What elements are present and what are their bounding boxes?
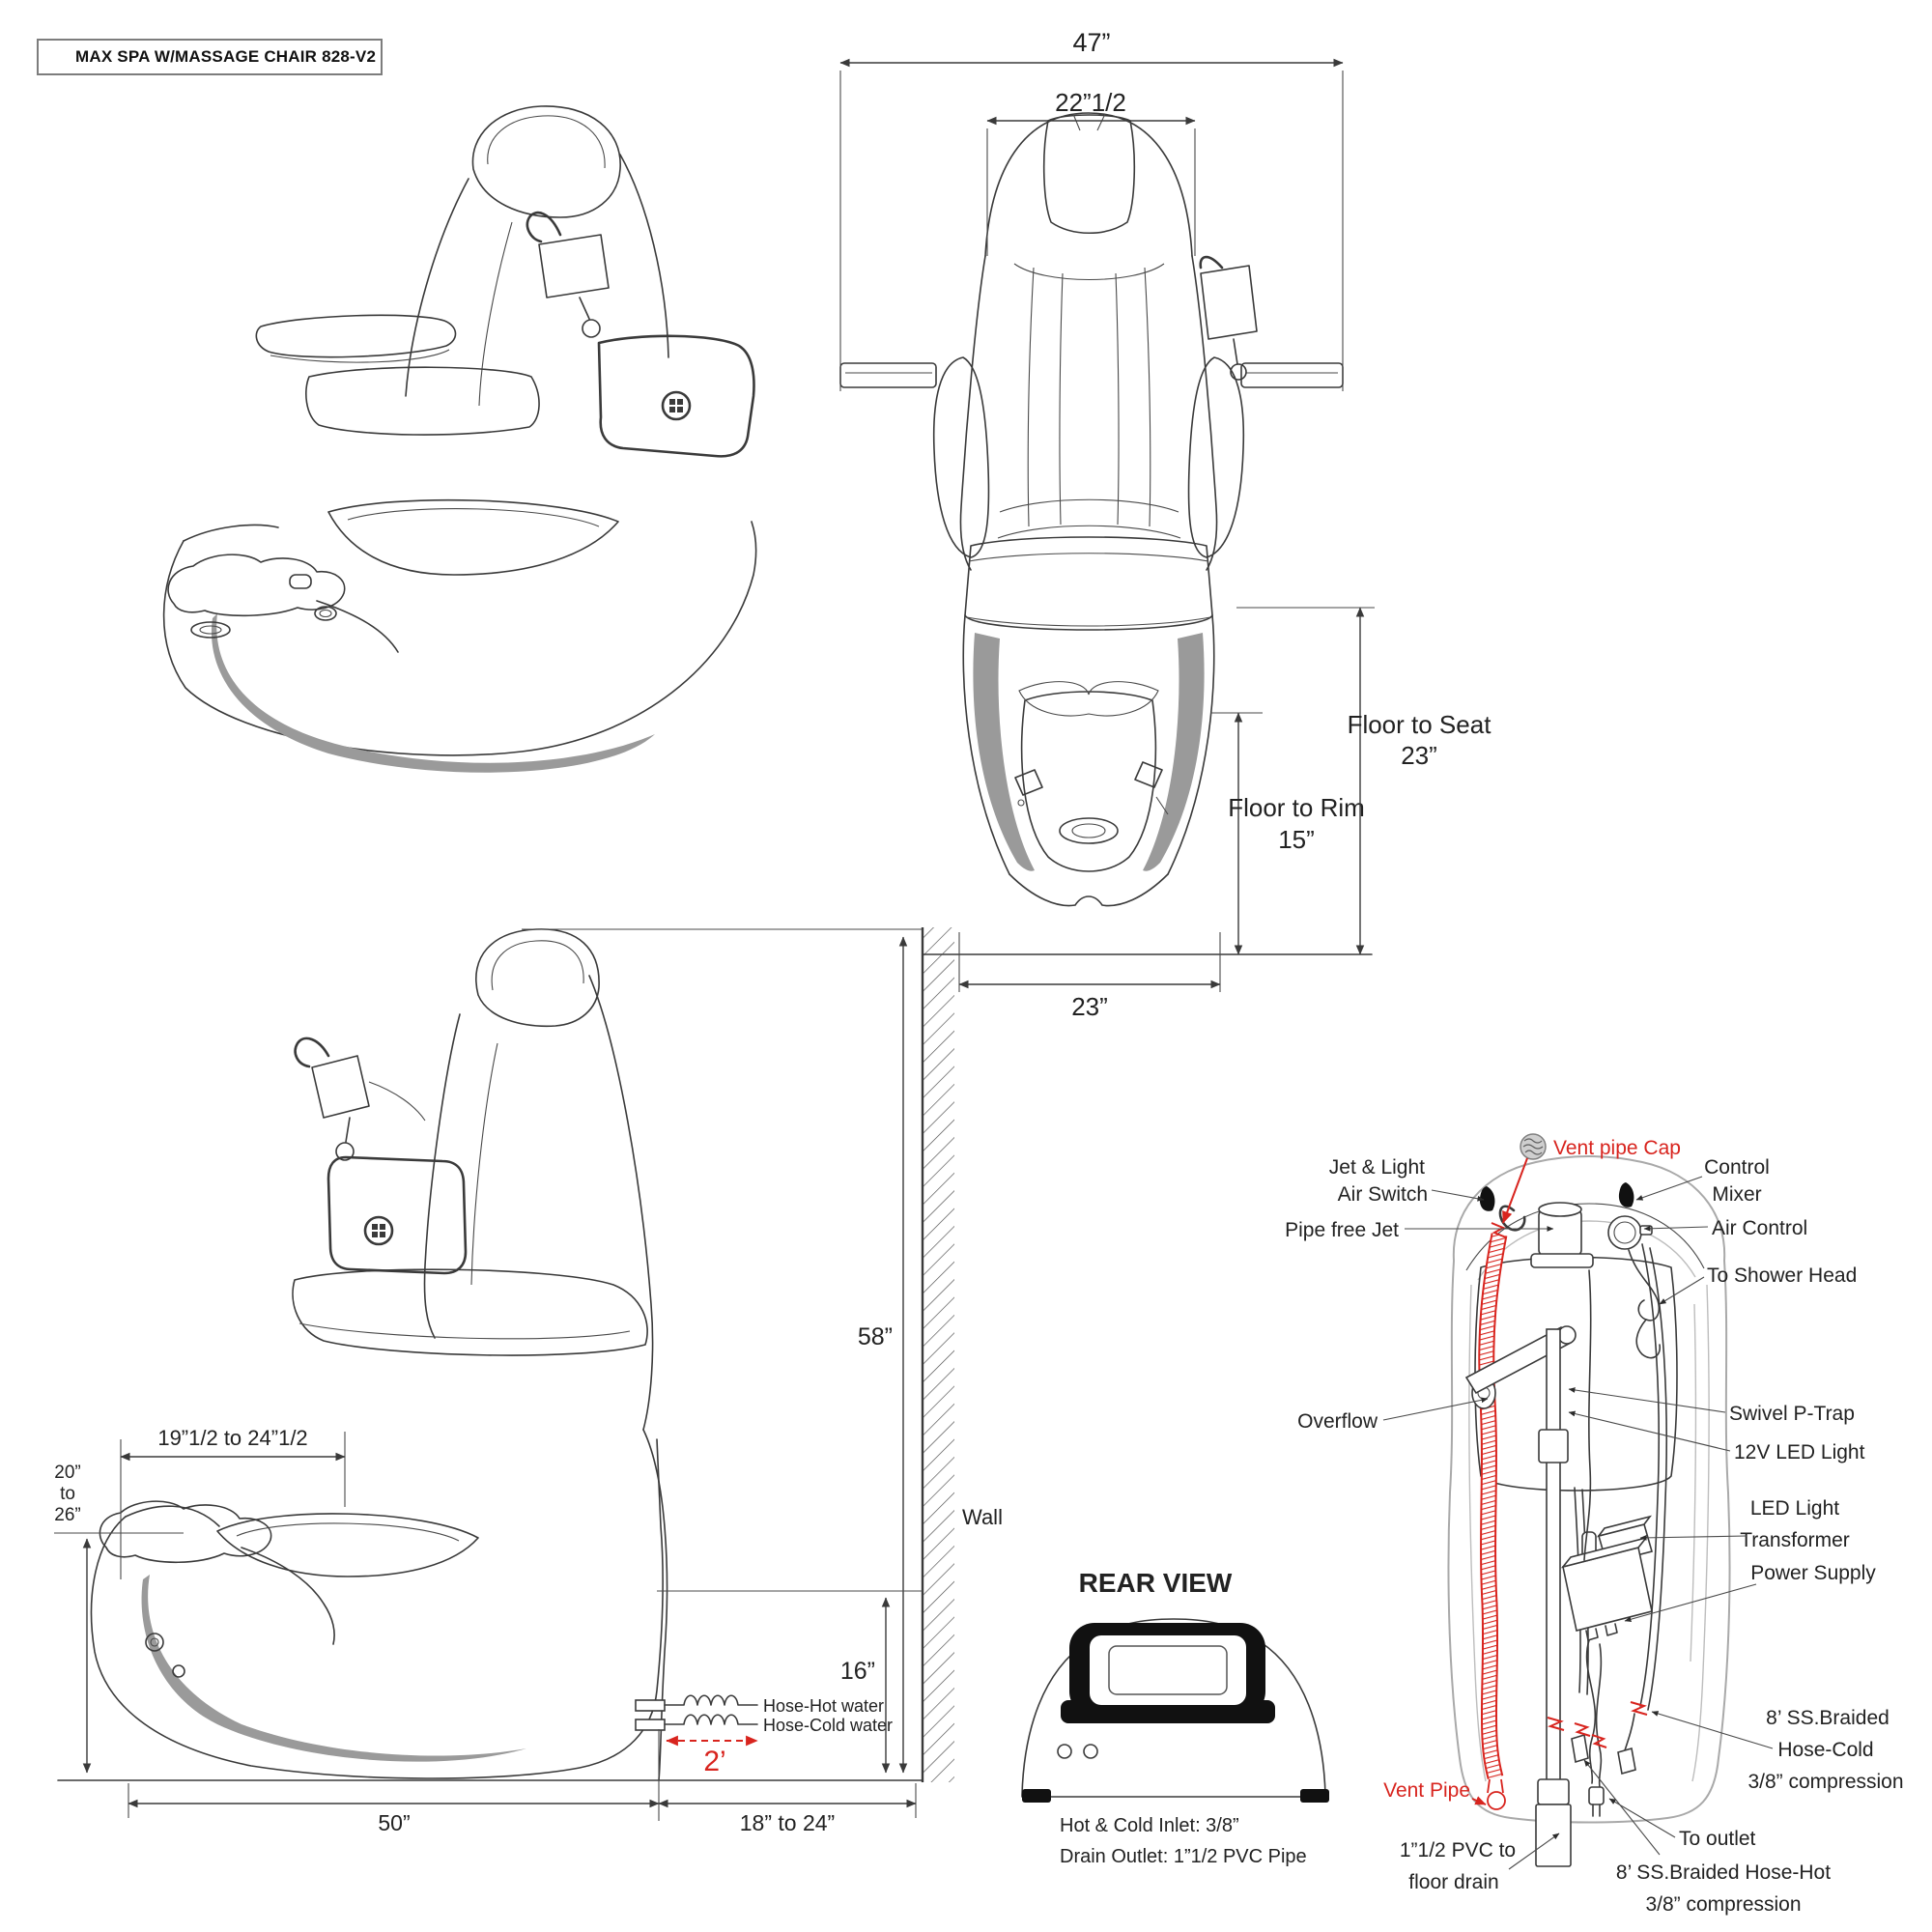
label-hose-hot-1: 8’ SS.Braided Hose-Hot — [1616, 1861, 1831, 1884]
rear-note-drain: Drain Outlet: 1”1/2 PVC Pipe — [1060, 1846, 1307, 1867]
label-mixer: Mixer — [1712, 1183, 1761, 1206]
vent-pipe-cap-icon — [1520, 1133, 1547, 1160]
label-hose-cold-3: 3/8” compression — [1747, 1771, 1903, 1793]
dim-wall-distance: 18” to 24” — [740, 1810, 835, 1835]
cut-marks — [1547, 1701, 1648, 1748]
inlet-port — [1083, 1744, 1098, 1759]
dim-footrest-height-2: to — [60, 1484, 75, 1504]
remote-control — [1200, 265, 1258, 340]
hose-slack-value: 2’ — [703, 1746, 725, 1777]
rear-view-title: REAR VIEW — [1079, 1568, 1233, 1598]
rear-view: REAR VIEW Hot & Cold Inlet: 3/8” Drain O… — [1021, 1568, 1329, 1867]
front-chair-drawing — [839, 112, 1344, 907]
dim-back-width: 22”1/2 — [1055, 88, 1126, 117]
pump — [1498, 1202, 1594, 1268]
page-title-box: MAX SPA W/MASSAGE CHAIR 828-V2 — [37, 39, 383, 75]
label-hose-cold-1: 8’ SS.Braided — [1766, 1707, 1889, 1729]
bowl — [1474, 1256, 1678, 1492]
label-12v-led: 12V LED Light — [1734, 1441, 1865, 1463]
side-chair-drawing: Hose-Hot water Hose-Cold water 2’ — [90, 928, 893, 1781]
dim-base-length: 50” — [378, 1810, 410, 1835]
brand-emblem-icon — [363, 1215, 394, 1246]
label-pvc-drain-2: floor drain — [1408, 1871, 1498, 1893]
dim-footrest-travel: 19”1/2 to 24”1/2 — [157, 1426, 307, 1450]
perspective-chair-drawing — [162, 105, 757, 773]
label-vent-pipe: Vent Pipe — [1383, 1779, 1470, 1802]
label-hose-hot-2: 3/8” compression — [1645, 1893, 1801, 1916]
label-power-supply: Power Supply — [1750, 1562, 1876, 1584]
label-jet-light-1: Jet & Light — [1329, 1156, 1425, 1179]
remote-control — [311, 1055, 370, 1119]
dim-rim-height: 16” — [840, 1658, 875, 1685]
dim-base-width: 23” — [1071, 992, 1108, 1021]
label-led-transformer-2: Transformer — [1740, 1529, 1850, 1551]
label-to-outlet: To outlet — [1679, 1828, 1756, 1850]
p-trap-and-drain — [1464, 1325, 1577, 1867]
label-air-control: Air Control — [1712, 1217, 1807, 1239]
floor-to-rim-value: 15” — [1278, 825, 1315, 854]
floor-to-seat-value: 23” — [1401, 741, 1437, 770]
side-pocket-panel — [597, 334, 755, 458]
wires — [1583, 1269, 1605, 1817]
remote-control — [538, 234, 610, 298]
floor-to-seat-label: Floor to Seat — [1348, 710, 1492, 739]
air-switch-button — [1479, 1186, 1495, 1211]
dim-overall-width: 47” — [1072, 28, 1110, 57]
dim-footrest-height-3: 26” — [54, 1505, 80, 1525]
dim-footrest-height-1: 20” — [54, 1463, 80, 1483]
side-view: Wall — [54, 927, 1003, 1835]
label-overflow: Overflow — [1297, 1410, 1378, 1433]
left-tray — [839, 362, 937, 388]
front-view-dimensions: 47” 22”1/2 23” Floor to Rim 15” Floor to… — [839, 28, 1492, 1021]
label-led-transformer-1: LED Light — [1750, 1497, 1839, 1520]
air-switch-button — [1618, 1182, 1634, 1208]
vent-pipe — [1478, 1233, 1508, 1810]
label-pvc-drain-1: 1”1/2 PVC to — [1400, 1839, 1516, 1861]
page-title: MAX SPA W/MASSAGE CHAIR 828-V2 — [75, 47, 377, 66]
dim-overall-height: 58” — [858, 1323, 893, 1350]
wall: Wall — [921, 927, 1003, 1782]
label-swivel-p-trap: Swivel P-Trap — [1729, 1403, 1855, 1425]
label-pipe-free-jet: Pipe free Jet — [1285, 1219, 1399, 1241]
vent-pipe-end — [1487, 1791, 1506, 1810]
wall-label: Wall — [962, 1505, 1003, 1529]
brand-emblem-icon — [661, 390, 692, 421]
power-supply-assembly — [1560, 1515, 1653, 1641]
label-to-shower-head: To Shower Head — [1707, 1264, 1857, 1287]
inlet-port — [1057, 1744, 1072, 1759]
label-control: Control — [1704, 1156, 1770, 1179]
side-pocket-panel — [327, 1155, 468, 1275]
perspective-view — [162, 105, 757, 773]
plumbing-diagram: Vent pipe Cap Jet & Light Air Switch Pip… — [1285, 1133, 1904, 1916]
label-vent-pipe-cap: Vent pipe Cap — [1553, 1137, 1681, 1159]
plumbing-labels: Vent pipe Cap Jet & Light Air Switch Pip… — [1285, 1137, 1903, 1916]
hose-hot-label: Hose-Hot water — [763, 1696, 884, 1716]
hose-cold-label: Hose-Cold water — [763, 1716, 893, 1735]
shower-hose — [1628, 1249, 1661, 1321]
rear-view-drawing — [1021, 1618, 1329, 1803]
label-hose-cold-2: Hose-Cold — [1777, 1739, 1873, 1761]
control-mixer — [1607, 1215, 1653, 1250]
base-swoosh — [211, 613, 655, 773]
front-view: 47” 22”1/2 23” Floor to Rim 15” Floor to… — [839, 28, 1492, 1021]
side-view-dimensions: 58” 16” 19”1/2 to 24”1/2 20” to 26” 50” … — [54, 928, 923, 1835]
right-tray — [1240, 362, 1344, 388]
rear-note-inlet: Hot & Cold Inlet: 3/8” — [1060, 1815, 1239, 1836]
base-swoosh — [141, 1575, 526, 1762]
control-screen — [1108, 1645, 1228, 1695]
braided-hoses — [1571, 1243, 1667, 1776]
power-plug — [1588, 1786, 1605, 1805]
label-jet-light-2: Air Switch — [1338, 1183, 1428, 1206]
floor-to-rim-label: Floor to Rim — [1228, 793, 1365, 822]
